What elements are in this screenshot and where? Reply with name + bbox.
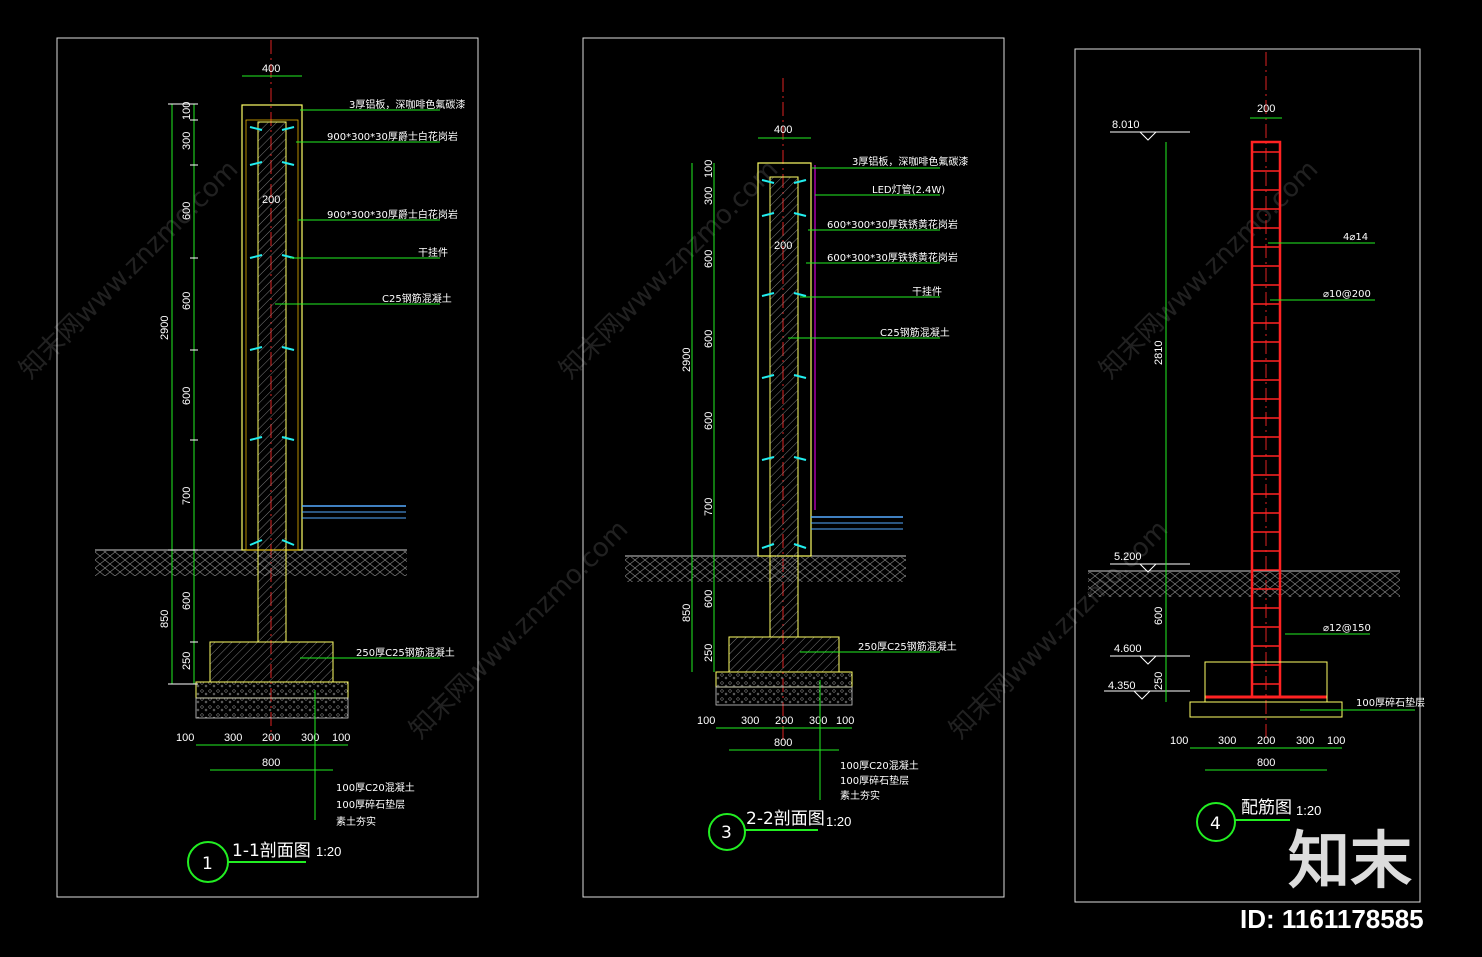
section-number-circle: [708, 813, 746, 851]
bottom-note: 素土夯实: [840, 789, 880, 802]
base-dim: 100: [1170, 735, 1188, 747]
height-dim: 600: [181, 387, 193, 405]
section-number-circle: [1196, 802, 1236, 842]
base-dim: 200: [262, 732, 280, 744]
watermark: 知末网www.znzmo.com: [554, 154, 785, 385]
inner-width-dim: 200: [262, 194, 280, 206]
base-dim: 300: [1218, 735, 1236, 747]
height-dim: 600: [181, 202, 193, 220]
panel-frame-3: [1074, 48, 1421, 903]
base-dim: 100: [1327, 735, 1345, 747]
height-dim: 700: [181, 487, 193, 505]
base-dim: 300: [809, 715, 827, 727]
note: 4⌀14: [1343, 232, 1368, 243]
section-scale: 1:20: [1296, 803, 1321, 818]
section-title: 1-1剖面图: [232, 841, 311, 861]
section-number: 3: [721, 823, 732, 843]
base-dim: 100: [176, 732, 194, 744]
base-total-dim: 800: [774, 737, 792, 749]
section-number: 4: [1210, 814, 1221, 834]
base-dim: 300: [1296, 735, 1314, 747]
section-2-2: 100 300 600 600 600 700 600 250 2900 850…: [625, 78, 968, 851]
note: ⌀10@200: [1323, 289, 1371, 300]
height-dim: 250: [181, 652, 193, 670]
height-dim: 300: [181, 132, 193, 150]
note: 900*300*30厚爵士白花岗岩: [327, 208, 458, 221]
section-title: 2-2剖面图: [746, 809, 825, 829]
note: 600*300*30厚铁锈黄花岗岩: [827, 251, 958, 264]
image-id: ID: 1161178585: [1240, 904, 1424, 934]
note: 3厚铝板，深咖啡色氟碳漆: [852, 155, 968, 168]
section-number: 1: [202, 854, 213, 874]
bottom-note: 100厚C20混凝土: [336, 781, 415, 794]
base-dim: 100: [836, 715, 854, 727]
note: 100厚碎石垫层: [1356, 696, 1425, 709]
height-dim: 2810: [1153, 341, 1165, 365]
height-dim: 600: [703, 590, 715, 608]
base-total-dim: 800: [1257, 757, 1275, 769]
total-dim: 850: [681, 604, 693, 622]
base-dim: 100: [697, 715, 715, 727]
height-dim: 600: [703, 250, 715, 268]
base-dim: 300: [224, 732, 242, 744]
note: 600*300*30厚铁锈黄花岗岩: [827, 218, 958, 231]
height-dim: 250: [703, 644, 715, 662]
elevation-label: 8.010: [1112, 119, 1140, 131]
height-dim: 700: [703, 498, 715, 516]
top-width-dim: 200: [1257, 103, 1275, 115]
top-width-dim: 400: [774, 124, 792, 136]
base-dim: 300: [301, 732, 319, 744]
watermark: 知末网www.znzmo.com: [1094, 154, 1325, 385]
elevation-label: 5.200: [1114, 551, 1142, 563]
base-dim: 300: [741, 715, 759, 727]
section-title: 配筋图: [1241, 798, 1292, 818]
section-scale: 1:20: [826, 814, 851, 829]
height-dim: 100: [703, 160, 715, 178]
height-dim: 250: [1153, 672, 1165, 690]
watermark: 知末网www.znzmo.com: [404, 514, 635, 745]
height-dim: 600: [181, 292, 193, 310]
bottom-note: 素土夯实: [336, 815, 376, 828]
top-width-dim: 400: [262, 63, 280, 75]
note: C25钢筋混凝土: [382, 292, 452, 305]
height-dim: 600: [181, 592, 193, 610]
base-total-dim: 800: [262, 757, 280, 769]
height-dim: 600: [1153, 607, 1165, 625]
section-scale: 1:20: [316, 844, 341, 859]
bottom-note: 100厚碎石垫层: [336, 798, 405, 811]
note: 3厚铝板，深咖啡色氟碳漆: [349, 98, 465, 111]
total-dim: 850: [159, 610, 171, 628]
rebar-diagram: 200 8.010 5.200 4.600 4.350 2810 600 250…: [1088, 52, 1425, 842]
note: 干挂件: [418, 246, 448, 259]
note: 干挂件: [912, 285, 942, 298]
watermark: 知末网www.znzmo.com: [944, 514, 1175, 745]
note: 250厚C25钢筋混凝土: [356, 646, 455, 659]
note: LED灯管(2.4W): [872, 183, 945, 196]
note: 250厚C25钢筋混凝土: [858, 640, 957, 653]
height-dim: 600: [703, 330, 715, 348]
note: 900*300*30厚爵士白花岗岩: [327, 130, 458, 143]
elevation-label: 4.600: [1114, 643, 1142, 655]
note: ⌀12@150: [1323, 623, 1371, 634]
total-dim: 2900: [159, 316, 171, 340]
total-dim: 2900: [681, 348, 693, 372]
bottom-note: 100厚C20混凝土: [840, 759, 919, 772]
panel-frame-2: [582, 37, 1005, 898]
watermark: 知末网www.znzmo.com: [14, 154, 245, 385]
note: C25钢筋混凝土: [880, 326, 950, 339]
height-dim: 100: [181, 102, 193, 120]
section-1-1: 100 300 600 600 600 700 600 250 2900 850…: [95, 40, 465, 883]
bottom-note: 100厚碎石垫层: [840, 774, 909, 787]
height-dim: 300: [703, 187, 715, 205]
inner-width-dim: 200: [774, 240, 792, 252]
base-dim: 200: [1257, 735, 1275, 747]
elevation-label: 4.350: [1108, 680, 1136, 692]
base-dim: 100: [332, 732, 350, 744]
panel-frame-1: [56, 37, 479, 898]
height-dim: 600: [703, 412, 715, 430]
base-dim: 200: [775, 715, 793, 727]
brand-logo: 知末: [1288, 824, 1412, 897]
